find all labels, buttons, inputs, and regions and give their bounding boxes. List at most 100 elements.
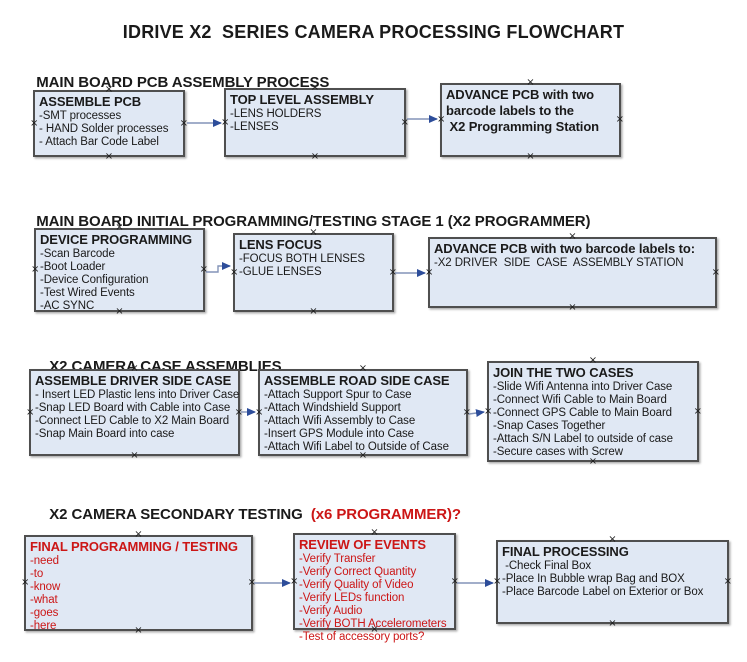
flow-box-assemble-pcb: ASSEMBLE PCB -SMT processes- HAND Solder… — [30, 85, 188, 162]
connector-arrow — [468, 409, 485, 418]
box-item: -to — [30, 568, 44, 580]
box-title: JOIN THE TWO CASES — [493, 365, 634, 380]
box-item: -X2 DRIVER SIDE CASE ASSEMBLY STATION — [434, 257, 684, 269]
connection-handle-left: × — [425, 266, 434, 278]
connection-handle-top: × — [568, 231, 577, 242]
flow-box-review-of-events: REVIEW OF EVENTS -Verify Transfer-Verify… — [290, 528, 459, 644]
connection-handle-right: × — [247, 577, 256, 588]
box-title: ASSEMBLE PCB — [39, 94, 142, 109]
box-item: - HAND Solder processes — [39, 123, 169, 135]
box-items: -Check Final Box-Place In Bubble wrap Ba… — [502, 560, 723, 599]
box-item: -Slide Wifi Antenna into Driver Case — [493, 381, 673, 393]
box-item: -FOCUS BOTH LENSES — [239, 253, 365, 265]
box-item: -Connect LED Cable to X2 Main Board — [35, 415, 230, 427]
connection-handle-left: × — [493, 576, 502, 587]
connection-handle-left: × — [221, 116, 230, 128]
box-item: -AC SYNC — [40, 300, 95, 312]
connection-handle-top: × — [309, 227, 318, 238]
flow-box-final-programming-testing: FINAL PROGRAMMING / TESTING -need-to-kno… — [21, 530, 256, 636]
box-item: -SMT processes — [39, 110, 122, 122]
box-item: -Connect Wifi Cable to Main Board — [493, 394, 667, 406]
box-title: DEVICE PROGRAMMING — [40, 232, 193, 247]
box-item: -Device Configuration — [40, 274, 149, 286]
connection-handle-right: × — [400, 116, 409, 128]
box-item: -Attach S/N Label to outside of case — [493, 433, 673, 445]
connection-handle-right: × — [179, 117, 188, 129]
connection-handle-bottom: × — [526, 151, 535, 162]
box-item: barcode labels to the — [446, 103, 574, 118]
box-item: -Attach Support Spur to Case — [264, 389, 412, 401]
box-item: -here — [30, 620, 57, 632]
box-item: -Verify LEDs function — [299, 592, 405, 604]
box-item: -know — [30, 581, 61, 593]
box-item: -Verify BOTH Accelerometers — [299, 618, 447, 630]
section-heading-text: X2 CAMERA SECONDARY TESTING — [49, 506, 303, 523]
flow-box-device-programming: DEVICE PROGRAMMING -Scan Barcode-Boot Lo… — [31, 223, 208, 317]
box-item: -Snap Cases Together — [493, 420, 606, 432]
section-heading-initial-programming: MAIN BOARD INITIAL PROGRAMMING/TESTING S… — [20, 196, 590, 247]
box-item: X2 Programming Station — [446, 119, 600, 134]
connection-handle-bottom: × — [310, 151, 320, 162]
connection-handle-right: × — [234, 406, 243, 418]
box-items: -SMT processes- HAND Solder processes- A… — [39, 110, 179, 149]
box-title: ASSEMBLE DRIVER SIDE CASE — [35, 373, 232, 388]
flow-box-advance-pcb-programming-station: ADVANCE PCB with two barcode labels to t… — [437, 78, 624, 162]
box-items: -Verify Transfer-Verify Correct Quantity… — [299, 553, 450, 644]
box-title: FINAL PROGRAMMING / TESTING — [30, 539, 238, 554]
connection-handle-left: × — [290, 575, 299, 587]
box-title: ADVANCE PCB with two — [446, 87, 594, 102]
box-title: TOP LEVEL ASSEMBLY — [230, 92, 374, 107]
section-heading-text: MAIN BOARD INITIAL PROGRAMMING/TESTING S… — [36, 213, 591, 230]
box-title: ASSEMBLE ROAD SIDE CASE — [264, 373, 450, 388]
box-item: -LENS HOLDERS — [230, 108, 322, 120]
connector-arrow — [206, 262, 231, 273]
box-item: -Insert GPS Module into Case — [264, 428, 414, 440]
connection-handle-left: × — [30, 117, 39, 129]
flow-box-final-processing: FINAL PROCESSING -Check Final Box-Place … — [493, 535, 732, 629]
box-title: REVIEW OF EVENTS — [299, 537, 426, 552]
box-item: -Boot Loader — [40, 261, 106, 273]
connection-handle-right: × — [615, 114, 624, 125]
box-item: -Attach Windshield Support — [264, 402, 401, 414]
box-title: ADVANCE PCB with two barcode labels to: — [434, 241, 695, 256]
box-item: -Scan Barcode — [40, 248, 115, 260]
connection-handle-bottom: × — [588, 456, 598, 467]
connection-handle-bottom: × — [568, 302, 577, 313]
box-title: FINAL PROCESSING — [502, 544, 629, 559]
connection-handle-bottom: × — [370, 624, 379, 635]
connection-handle-right: × — [462, 406, 471, 418]
box-item: -Place Barcode Label on Exterior or Box — [502, 586, 704, 598]
section-heading-text: MAIN BOARD PCB ASSEMBLY PROCESS — [36, 74, 330, 91]
box-item: -Verify Audio — [299, 605, 363, 617]
box-item: -need — [30, 555, 59, 567]
connection-handle-top: × — [358, 363, 368, 374]
box-item: -Place In Bubble wrap Bag and BOX — [502, 573, 685, 585]
flow-box-lens-focus: LENS FOCUS -FOCUS BOTH LENSES-GLUE LENSE… — [230, 228, 397, 317]
box-items: -Scan Barcode-Boot Loader-Device Configu… — [40, 248, 199, 313]
section-heading-red-text: (x6 PROGRAMMER)? — [302, 506, 461, 523]
connection-handle-top: × — [526, 77, 535, 88]
connection-handle-top: × — [588, 355, 598, 366]
box-item: -Check Final Box — [502, 560, 592, 572]
flow-box-advance-pcb-driver-side: ADVANCE PCB with two barcode labels to: … — [425, 232, 720, 313]
box-items: -LENS HOLDERS-LENSES — [230, 108, 400, 134]
box-items: -Slide Wifi Antenna into Driver Case-Con… — [493, 381, 693, 459]
connection-handle-right: × — [388, 266, 397, 278]
connection-handle-top: × — [115, 222, 124, 233]
box-item: -Verify Correct Quantity — [299, 566, 417, 578]
box-item: -Secure cases with Screw — [493, 446, 623, 458]
connection-handle-left: × — [21, 577, 30, 588]
connection-handle-right: × — [199, 264, 208, 275]
connection-handle-top: × — [134, 529, 143, 540]
connection-handle-bottom: × — [115, 306, 124, 317]
box-item: -Snap LED Board with Cable into Case — [35, 402, 231, 414]
section-heading-secondary-testing: X2 CAMERA SECONDARY TESTING (x6 PROGRAMM… — [33, 489, 461, 540]
connection-handle-top: × — [310, 82, 320, 93]
connection-handle-bottom: × — [130, 450, 139, 461]
connection-handle-left: × — [230, 266, 239, 278]
flow-box-assemble-road-side-case: ASSEMBLE ROAD SIDE CASE -Attach Support … — [255, 364, 471, 461]
box-item: - Attach Bar Code Label — [39, 136, 159, 148]
box-item: -GLUE LENSES — [239, 266, 322, 278]
box-item: -what — [30, 594, 58, 606]
